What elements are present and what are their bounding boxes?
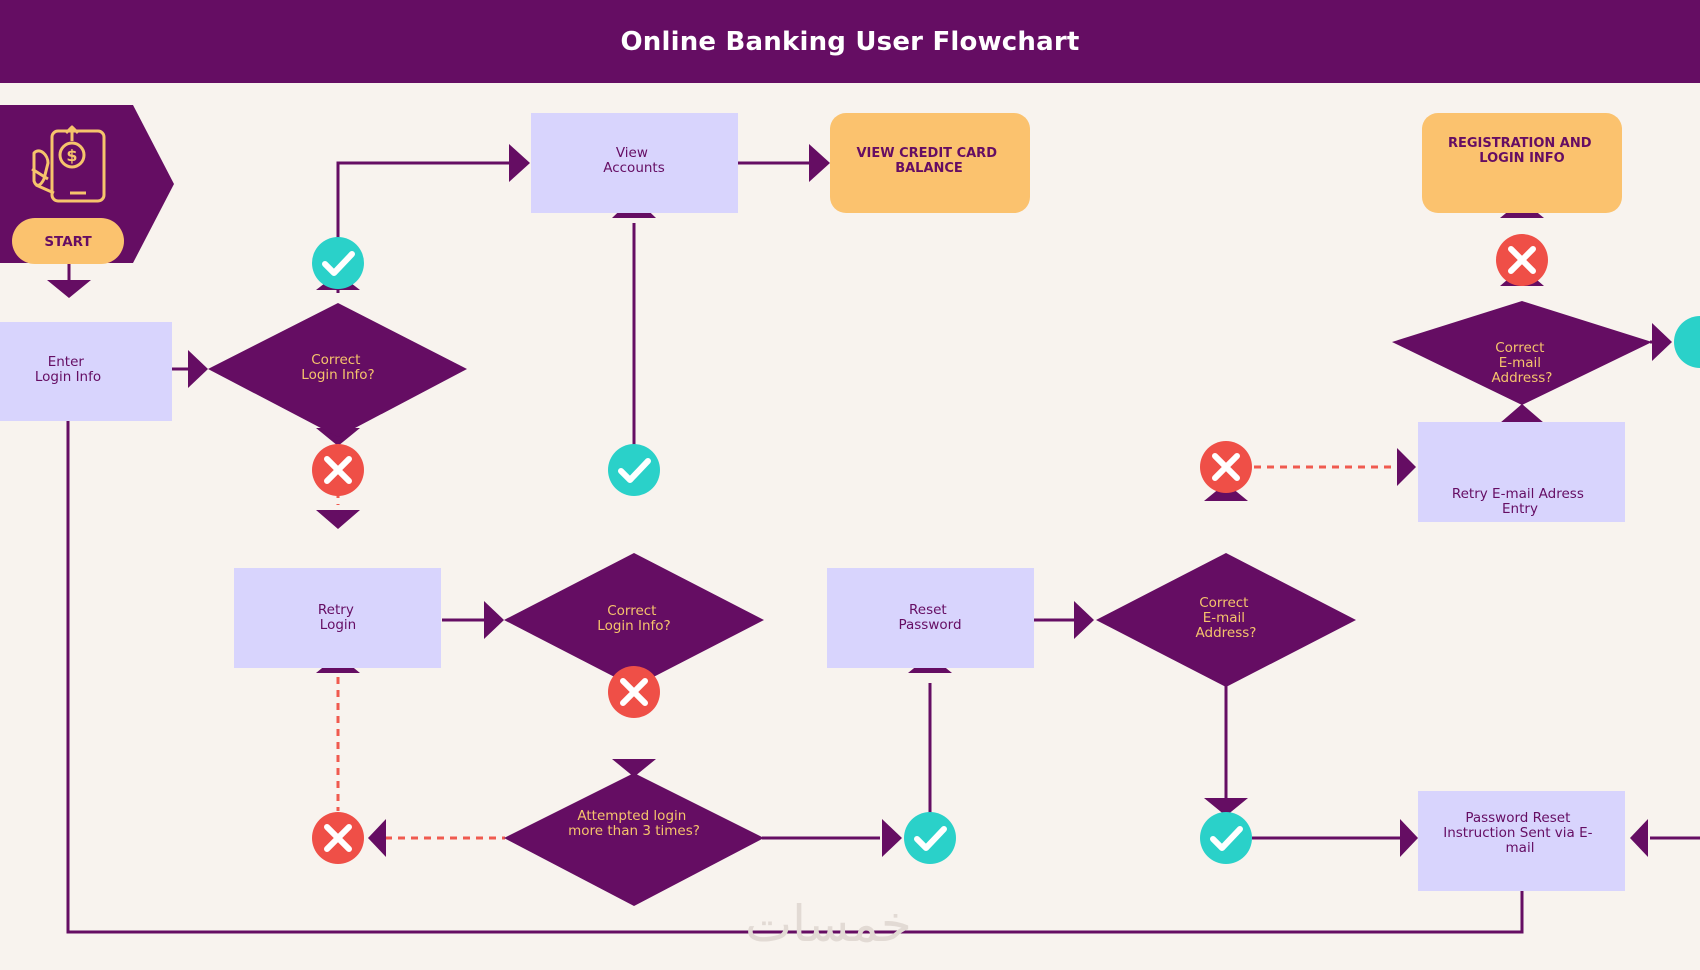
decision-correct-email-2 xyxy=(1392,301,1652,405)
password-reset-sent-label: Password Reset Instruction Sent via E- m… xyxy=(1443,810,1597,856)
connectors xyxy=(66,161,1700,934)
retry-login-label: Retry Login xyxy=(318,602,358,633)
check-icon xyxy=(608,444,660,496)
arrowhead xyxy=(509,144,530,182)
enter-login-box xyxy=(0,322,172,421)
page-title: Online Banking User Flowchart xyxy=(620,26,1080,57)
reset-password-label: Reset Password xyxy=(898,602,961,633)
node-labels: Enter Login Info View Accounts VIEW CRED… xyxy=(35,136,1597,856)
arrowhead xyxy=(188,350,208,388)
arrowhead xyxy=(809,144,830,182)
x-icon xyxy=(1200,441,1252,493)
registration-box xyxy=(1422,113,1622,213)
credit-card-box xyxy=(830,113,1030,213)
arrowhead xyxy=(612,759,656,777)
view-accounts-box xyxy=(531,113,738,213)
arrowhead xyxy=(1630,819,1648,857)
arrowhead xyxy=(484,601,504,639)
arrowhead xyxy=(47,280,91,298)
registration-label: REGISTRATION AND LOGIN INFO xyxy=(1448,136,1596,166)
credit-card-label: VIEW CREDIT CARD BALANCE xyxy=(856,146,1001,176)
check-icon-partial xyxy=(1674,316,1700,368)
arrowhead xyxy=(1204,798,1248,816)
arrowhead xyxy=(1074,601,1094,639)
x-icon xyxy=(608,666,660,718)
reset-password-box xyxy=(827,568,1034,668)
start-pill xyxy=(12,218,124,264)
arrowhead xyxy=(1652,323,1672,361)
terminal-boxes xyxy=(830,113,1622,213)
correct-email-2-label: Correct E-mail Address? xyxy=(1492,340,1553,386)
enter-login-label: Enter Login Info xyxy=(35,354,101,385)
decision-correct-email-1 xyxy=(1096,553,1356,687)
check-icon xyxy=(904,812,956,864)
watermark: خمسات xyxy=(745,895,912,953)
connector-line xyxy=(66,403,1524,934)
decision-attempted-login xyxy=(504,773,764,906)
start-label: START xyxy=(44,234,92,250)
x-icon xyxy=(312,444,364,496)
decisions xyxy=(208,301,1652,906)
arrowhead xyxy=(1397,448,1416,486)
decision-correct-login-2 xyxy=(504,553,764,687)
header-bar: Online Banking User Flowchart xyxy=(0,0,1700,83)
retry-login-box xyxy=(234,568,441,668)
check-icon xyxy=(312,237,364,289)
svg-text:$: $ xyxy=(66,146,77,165)
x-icon xyxy=(1496,234,1548,286)
correct-login-2-label: Correct Login Info? xyxy=(597,603,670,634)
arrowhead xyxy=(882,819,902,857)
password-reset-sent-box xyxy=(1418,791,1625,891)
view-accounts-label: View Accounts xyxy=(603,145,665,176)
arrowhead xyxy=(316,510,360,529)
process-boxes xyxy=(0,113,1625,891)
arrowhead xyxy=(1500,404,1544,423)
correct-email-1-label: Correct E-mail Address? xyxy=(1196,595,1257,641)
retry-email-box xyxy=(1418,422,1625,522)
attempted-login-label: Attempted login more than 3 times? xyxy=(568,808,700,839)
x-icon xyxy=(312,812,364,864)
mobile-banking-icon: $ xyxy=(31,125,106,203)
arrowhead xyxy=(368,819,386,857)
arrowhead xyxy=(1400,819,1418,857)
correct-login-1-label: Correct Login Info? xyxy=(301,352,374,383)
retry-email-label: Retry E-mail Adress Entry xyxy=(1452,486,1588,517)
decision-correct-login-1 xyxy=(208,303,467,437)
connector-line xyxy=(336,161,512,263)
start-node: $ START xyxy=(0,105,174,264)
markers xyxy=(312,234,1700,864)
check-icon xyxy=(1200,812,1252,864)
flowchart-canvas: $ START xyxy=(0,105,1700,934)
